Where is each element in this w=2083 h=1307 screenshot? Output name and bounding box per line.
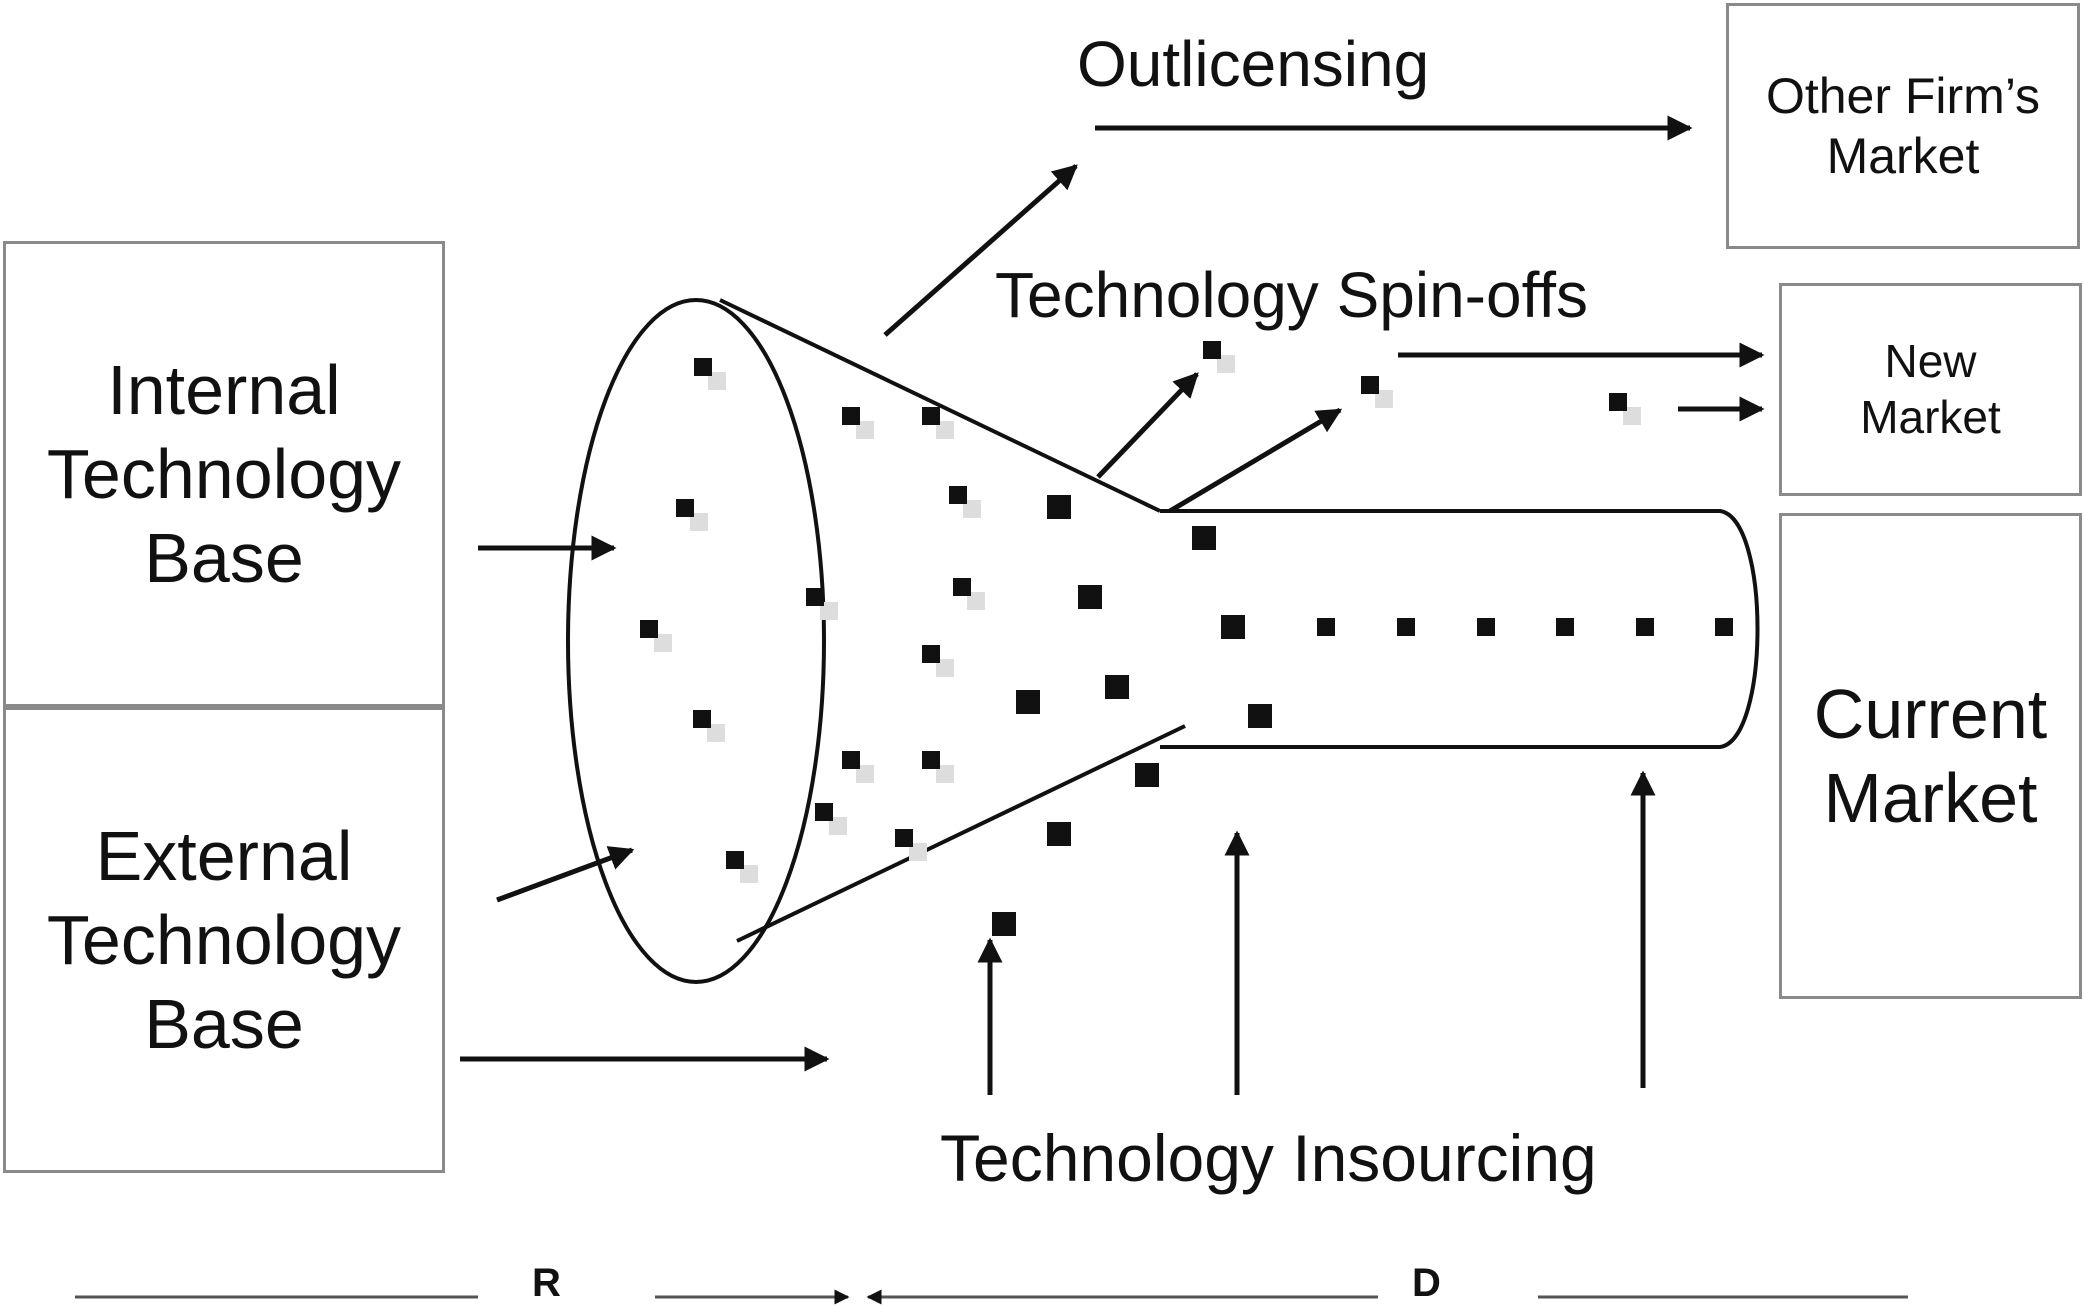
technology-dot xyxy=(1203,341,1221,359)
technology-dot xyxy=(1105,675,1129,699)
technology-dot-shadow xyxy=(1217,355,1235,373)
technology-dot xyxy=(1192,526,1216,550)
technology-insourcing-label: Technology Insourcing xyxy=(940,1121,1597,1195)
technology-dot xyxy=(1715,618,1733,636)
technology-dot xyxy=(1556,618,1574,636)
technology-dot-shadow xyxy=(708,372,726,390)
technology-dot-shadow xyxy=(1375,390,1393,408)
technology-dot-shadow xyxy=(707,724,725,742)
technology-dot xyxy=(1609,393,1627,411)
new-market-box: New Market xyxy=(1779,283,2082,496)
funnel-tube xyxy=(1160,509,1760,749)
technology-project-dots xyxy=(640,341,1733,936)
other-firms-market-label: Other Firm’s Market xyxy=(1765,68,2041,184)
technology-dot xyxy=(1047,495,1071,519)
technology-dot-shadow xyxy=(740,865,758,883)
technology-dot-shadow xyxy=(856,765,874,783)
technology-dot xyxy=(992,912,1016,936)
internal-technology-base-box: Internal Technology Base xyxy=(3,241,445,707)
technology-dot-shadow xyxy=(936,421,954,439)
funnel-mouth-ellipse xyxy=(566,298,826,984)
external-base-arrow xyxy=(496,846,635,903)
technology-dot-shadow xyxy=(1623,407,1641,425)
outlicensing-label: Outlicensing xyxy=(1077,28,1430,100)
outlicensing-arrow-diagonal xyxy=(883,164,1078,337)
other-firms-market-box: Other Firm’s Market xyxy=(1726,3,2080,249)
new-market-label: New Market xyxy=(1860,335,2001,443)
technology-dot xyxy=(1636,618,1654,636)
technology-dot xyxy=(922,407,940,425)
technology-spin-offs-label: Technology Spin-offs xyxy=(995,259,1588,331)
technology-dot-shadow xyxy=(967,592,985,610)
technology-dot xyxy=(1248,704,1272,728)
technology-dot-shadow xyxy=(820,602,838,620)
external-technology-base-box: External Technology Base xyxy=(3,707,445,1173)
spin-off-arrow-2 xyxy=(1168,407,1343,514)
technology-dot xyxy=(1047,822,1071,846)
technology-dot-shadow xyxy=(690,513,708,531)
technology-dot xyxy=(922,645,940,663)
technology-dot-shadow xyxy=(936,659,954,677)
development-label: D xyxy=(1412,1261,1441,1305)
technology-dot-shadow xyxy=(829,817,847,835)
technology-dot xyxy=(895,829,913,847)
technology-dot-shadow xyxy=(963,500,981,518)
technology-dot xyxy=(1361,376,1379,394)
technology-dot xyxy=(1317,618,1335,636)
technology-dot-shadow xyxy=(936,765,954,783)
technology-dot xyxy=(640,620,658,638)
research-label: R xyxy=(532,1261,561,1305)
current-market-label: Current Market xyxy=(1813,675,2048,837)
funnel-bottom-edge xyxy=(736,724,1186,943)
technology-dot xyxy=(949,486,967,504)
technology-dot xyxy=(842,407,860,425)
technology-dot-shadow xyxy=(909,843,927,861)
technology-dot xyxy=(953,578,971,596)
technology-dot xyxy=(1397,618,1415,636)
technology-dot xyxy=(1016,690,1040,714)
technology-dot xyxy=(1135,763,1159,787)
current-market-box: Current Market xyxy=(1779,513,2082,999)
technology-dot xyxy=(693,710,711,728)
technology-dot xyxy=(842,751,860,769)
technology-dot xyxy=(1221,615,1245,639)
technology-dot xyxy=(1078,585,1102,609)
external-technology-base-label: External Technology Base xyxy=(46,817,402,1063)
internal-technology-base-label: Internal Technology Base xyxy=(46,351,402,597)
technology-dot-shadow xyxy=(654,634,672,652)
spin-off-arrow-1 xyxy=(1096,372,1199,479)
technology-dot xyxy=(676,499,694,517)
technology-dot xyxy=(694,358,712,376)
technology-dot xyxy=(726,851,744,869)
funnel-top-edge xyxy=(719,298,1161,513)
technology-dot xyxy=(815,803,833,821)
technology-dot xyxy=(806,588,824,606)
technology-dot xyxy=(1477,618,1495,636)
technology-dot xyxy=(922,751,940,769)
technology-dot-shadow xyxy=(856,421,874,439)
